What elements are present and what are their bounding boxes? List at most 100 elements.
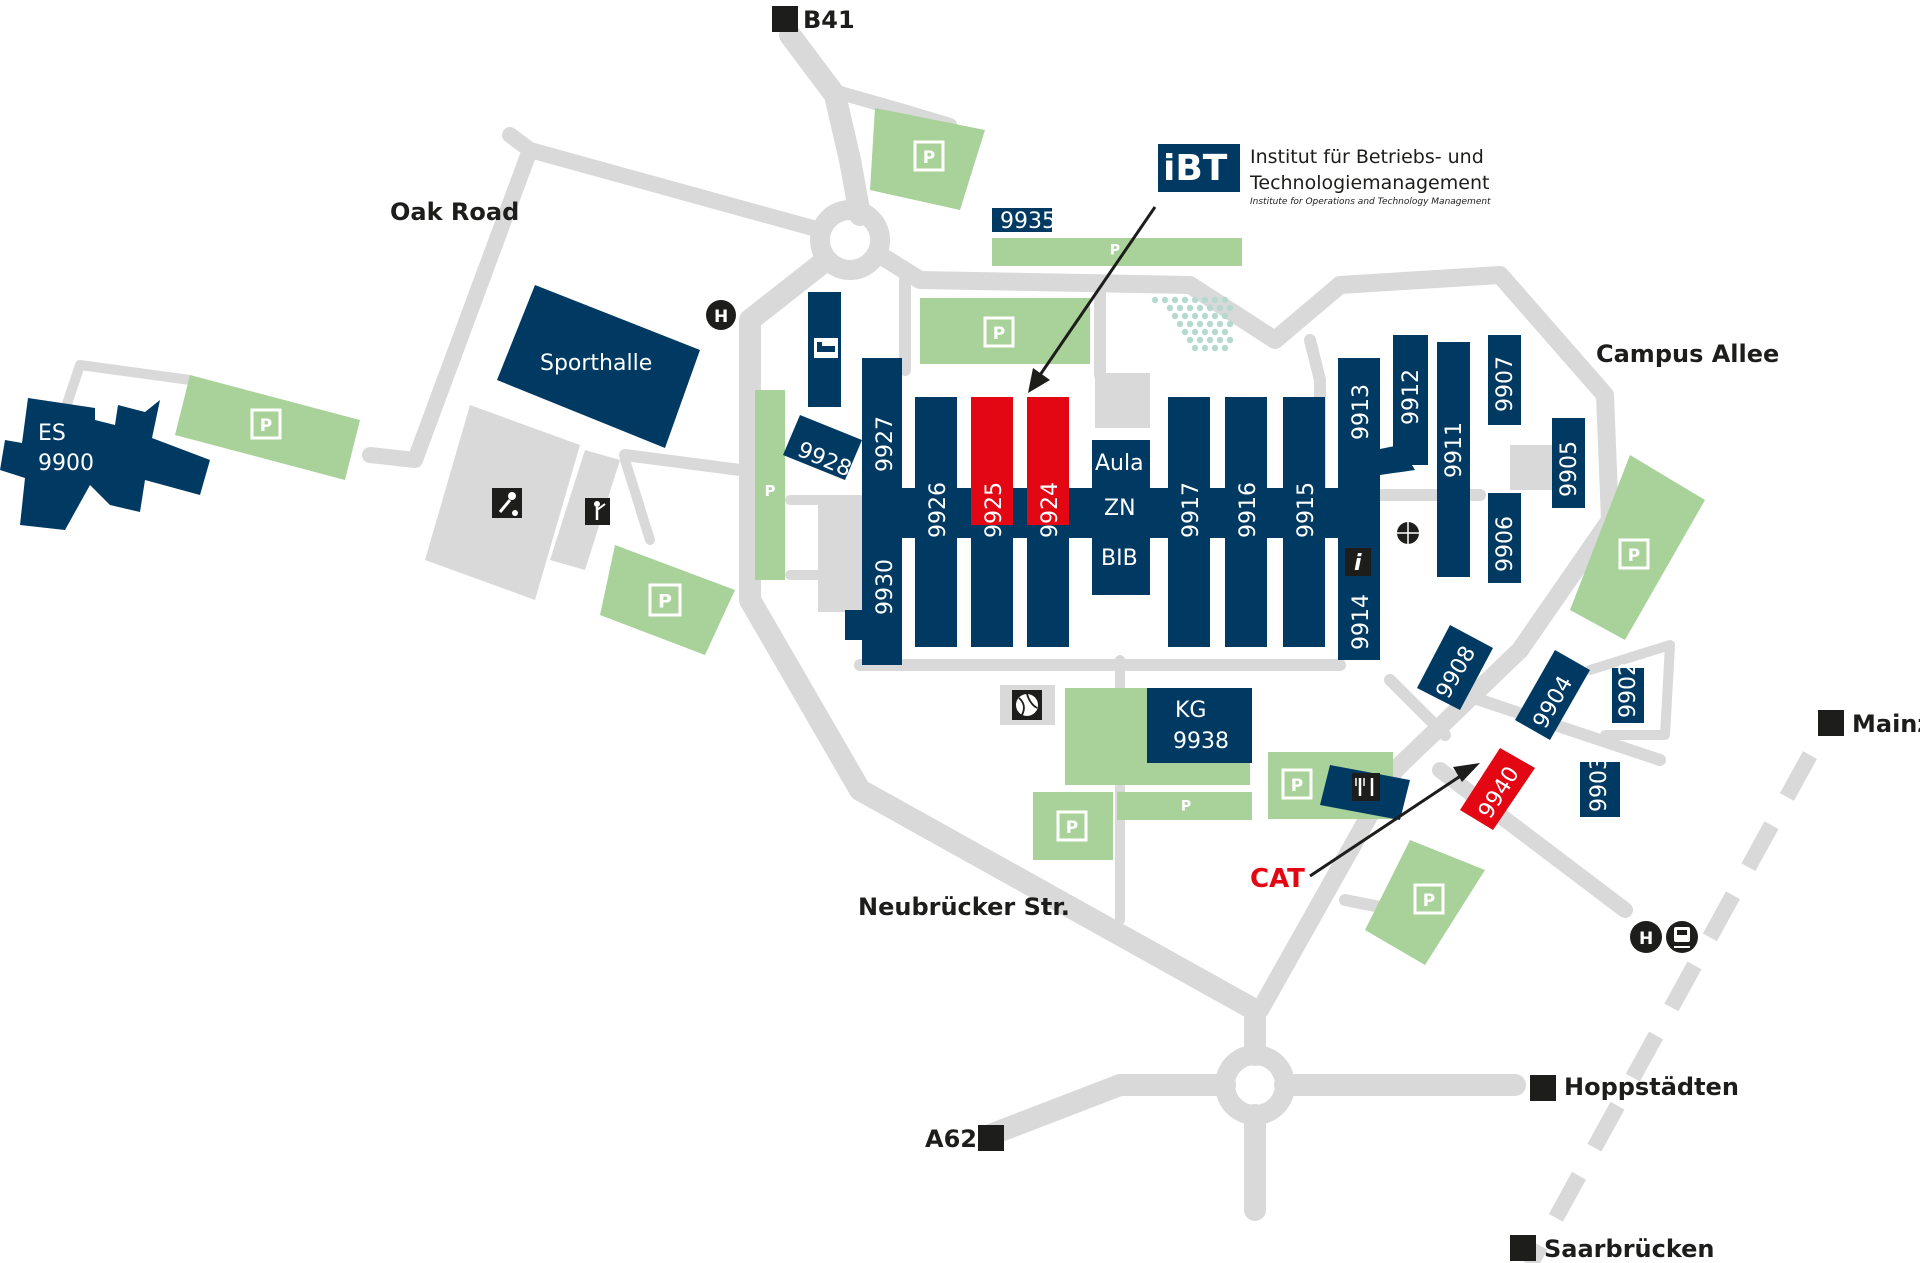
label-zn: ZN [1104, 496, 1136, 521]
svg-text:P: P [993, 324, 1005, 344]
label-9911: 9911 [1442, 422, 1467, 478]
pattern-dot [1201, 328, 1209, 336]
parking-symbol-south-1: P [1056, 810, 1088, 842]
label-es-number: 9900 [38, 451, 94, 476]
parking-symbol-west: P [765, 482, 776, 500]
building-9908 [1417, 625, 1493, 710]
pattern-dot [1221, 328, 1229, 336]
destination-hoppstaedten: Hoppstädten [1530, 1073, 1739, 1101]
label-9902: 9902 [1616, 662, 1641, 718]
road-label-campus-allee: Campus Allee [1596, 340, 1779, 368]
road-east-box [1585, 640, 1675, 740]
svg-text:P: P [1423, 891, 1435, 911]
pattern-dot [1181, 296, 1189, 304]
label-9906: 9906 [1493, 516, 1518, 572]
parking-cat [1365, 840, 1485, 965]
tennis-icon [585, 498, 610, 525]
parking-sport [600, 545, 735, 655]
label-9914: 9914 [1349, 594, 1374, 650]
label-9916: 9916 [1236, 482, 1261, 538]
label-9926: 9926 [926, 482, 951, 538]
building-9916 [1225, 397, 1267, 647]
svg-text:A62: A62 [925, 1125, 977, 1153]
road-sport-1 [619, 449, 746, 476]
basketball-icon [1393, 518, 1423, 548]
label-kg: KG [1175, 698, 1206, 723]
pattern-dot [1166, 304, 1174, 312]
parking-symbol-east: P [1618, 538, 1650, 570]
road-label-neubruecker: Neubrücker Str. [858, 893, 1070, 921]
bus-stop-icon-south: H [1630, 921, 1662, 953]
arrow-to-cat [1309, 763, 1480, 878]
ibt-logo-text: iBT [1163, 148, 1228, 189]
destination-saarbruecken: Saarbrücken [1510, 1235, 1715, 1263]
label-9925: 9925 [982, 482, 1007, 538]
parking-es [175, 375, 360, 480]
building-9927 [862, 358, 902, 503]
pattern-dot [1176, 304, 1184, 312]
label-9903: 9903 [1587, 756, 1612, 812]
arrow-to-ibt [1028, 206, 1157, 393]
pattern-dot [1216, 320, 1224, 328]
pattern-dot [1171, 312, 1179, 320]
pattern-dot [1161, 296, 1169, 304]
pattern-dot [1226, 320, 1234, 328]
label-sporthalle: Sporthalle [540, 351, 652, 376]
svg-text:P: P [260, 416, 272, 436]
pattern-dot [1191, 344, 1199, 352]
roundabout-top [810, 200, 890, 280]
svg-text:P: P [765, 482, 776, 500]
building-9930-foot [845, 610, 865, 640]
pattern-dot [1181, 312, 1189, 320]
pattern-dot [1191, 312, 1199, 320]
svg-text:P: P [1110, 243, 1120, 259]
building-9924-south [1027, 525, 1069, 647]
parking-symbol-es: P [250, 408, 282, 440]
pattern-dot [1226, 336, 1234, 344]
road-b41 [779, 24, 871, 226]
building-9912 [1393, 335, 1428, 465]
parking-south-strip [1117, 792, 1252, 820]
building-9913-9914 [1338, 358, 1380, 660]
buildings [0, 208, 1644, 820]
road-sport-2 [620, 455, 655, 545]
building-9924-highlight [1027, 397, 1069, 525]
pattern-dot [1206, 320, 1214, 328]
bus-stop-icon: H [706, 300, 736, 330]
pattern-dot [1191, 328, 1199, 336]
building-9917 [1168, 397, 1210, 647]
parking-east [1570, 455, 1705, 640]
road-label-oak: Oak Road [390, 198, 519, 226]
label-es: ES [38, 421, 66, 446]
label-kg-number: 9938 [1173, 729, 1229, 754]
volleyball-icon [1012, 690, 1042, 720]
parking-west-strip [755, 390, 785, 580]
svg-text:P: P [1628, 546, 1640, 566]
parking-inner [920, 298, 1090, 364]
parking-symbol-north: P [913, 140, 945, 172]
parking-north [870, 108, 985, 210]
ibt-logo: iBT Institut für Betriebs- und Technolog… [1158, 144, 1491, 207]
pattern-dot [1186, 304, 1194, 312]
svg-text:P: P [658, 591, 672, 613]
restaurant-icon [1352, 773, 1380, 801]
label-9935: 9935 [1000, 209, 1056, 234]
label-9930: 9930 [873, 559, 898, 615]
pattern-dot [1186, 336, 1194, 344]
svg-text:P: P [1066, 818, 1078, 838]
svg-text:Saarbrücken: Saarbrücken [1544, 1235, 1715, 1263]
building-kg-9938 [1147, 688, 1252, 763]
svg-text:P: P [923, 148, 935, 168]
pattern-dot [1171, 296, 1179, 304]
svg-text:Hoppstädten: Hoppstädten [1564, 1073, 1739, 1101]
road-oak-down [362, 142, 538, 468]
building-9940-highlight [1460, 748, 1535, 830]
pattern-dot [1221, 296, 1229, 304]
ibt-subtitle: Institute for Operations and Technology … [1250, 197, 1491, 207]
pattern-dot [1186, 320, 1194, 328]
ibt-name-line1: Institut für Betriebs- und [1250, 146, 1484, 168]
destination-mainz: Mainz [1818, 710, 1920, 738]
road-oak [502, 127, 828, 238]
pattern-dot [1226, 304, 1234, 312]
plaza-west [818, 500, 863, 612]
